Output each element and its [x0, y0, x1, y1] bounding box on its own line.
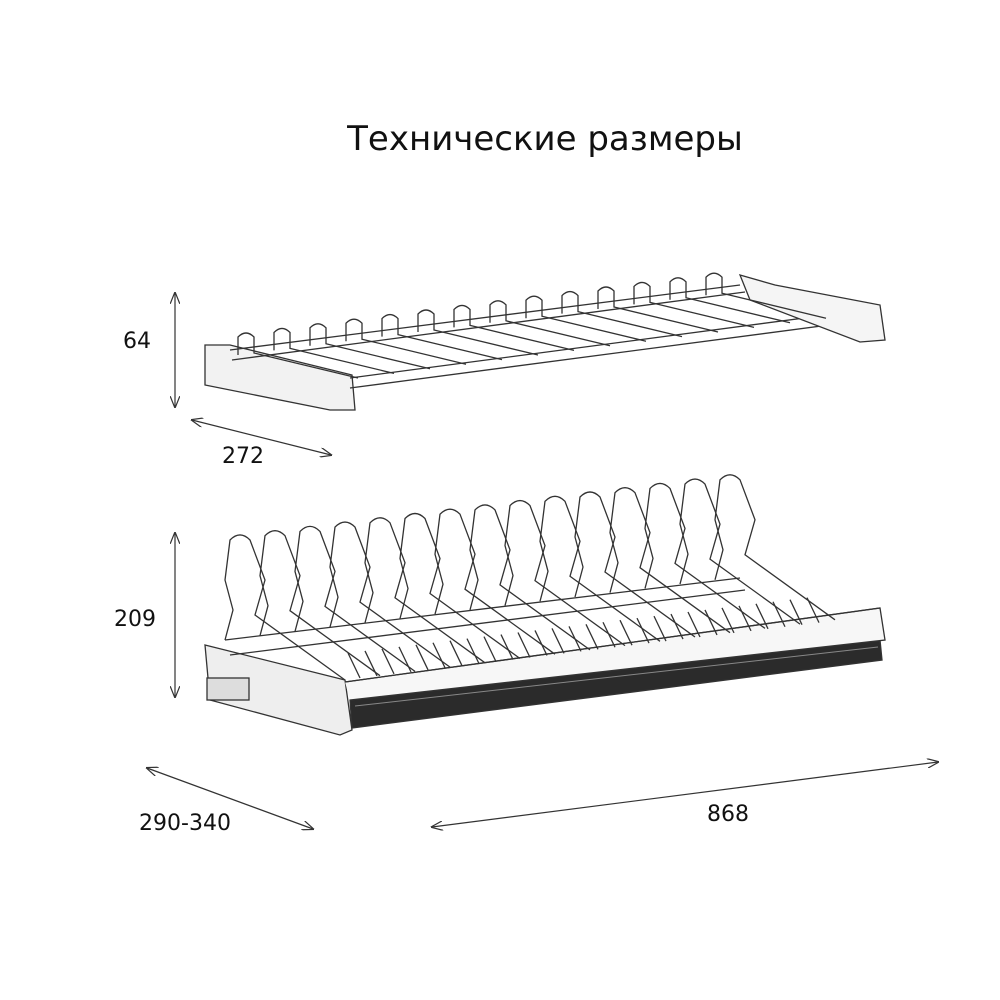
bottom-rack-cross-wire: [806, 597, 820, 623]
top-shelf-wire: [381, 313, 503, 361]
bottom-rack-plate-wire: [224, 534, 346, 681]
bottom-rack-rails: [224, 577, 881, 683]
width-label: 868: [707, 802, 749, 827]
width-dimension-line: [432, 762, 938, 827]
bottom-rack-plate-wire: [329, 521, 451, 668]
bottom-rack-cross-wire: [772, 601, 786, 628]
bottom-rack-cross-wire: [398, 646, 412, 673]
bottom-rack-cross-wire: [568, 626, 582, 652]
bottom-rack: [204, 474, 886, 736]
bottom-height-label: 209: [114, 607, 156, 632]
bottom-rack-plate-wire: [434, 508, 556, 655]
bottom-rack-plate-wire: [679, 478, 801, 625]
top-shelf-right-end-cap: [738, 274, 886, 343]
top-height-label: 64: [123, 329, 151, 354]
bottom-rack-cross-wire: [551, 628, 565, 654]
bottom-rack-plate-wire: [644, 482, 766, 629]
top-shelf-wire: [237, 332, 359, 379]
bottom-rack-cross-wire: [432, 642, 446, 669]
top-shelf-wire: [597, 286, 719, 333]
bottom-rack-cross-wire: [755, 603, 769, 630]
bottom-rack-cross-wire: [466, 638, 480, 664]
top-shelf-wire: [453, 304, 575, 352]
bottom-rack-cross-wire: [364, 650, 378, 677]
bottom-rack-mount-block: [206, 677, 250, 701]
bottom-rack-cross-wire: [534, 630, 548, 656]
top-shelf-wire: [669, 277, 791, 324]
top-shelf-frame-rails: [229, 284, 883, 389]
bottom-rack-cross-wire: [381, 648, 395, 675]
top-shelf-wire: [705, 272, 827, 319]
bottom-rack-cross-wire: [687, 611, 701, 638]
bottom-rack-cross-wire: [619, 619, 633, 646]
bottom-rack-cross-wire: [653, 615, 667, 642]
bottom-rack-cross-wire: [636, 617, 650, 644]
bottom-rack-plate-wire: [574, 491, 696, 638]
bottom-depth-label: 290-340: [139, 811, 231, 836]
bottom-rack-cross-wire: [347, 652, 361, 679]
top-shelf: [204, 272, 886, 411]
top-shelf-wire: [561, 290, 683, 338]
top-shelf-wire: [273, 327, 395, 375]
diagram-title: Технические размеры: [346, 119, 743, 159]
bottom-rack-cross-wire: [500, 634, 514, 660]
top-depth-dimension-line: [192, 420, 331, 455]
bottom-rack-plate-wire: [714, 474, 836, 621]
bottom-rack-cross-wire: [517, 632, 531, 658]
bottom-rack-plate-wire: [504, 499, 626, 647]
top-shelf-wire: [417, 309, 539, 356]
bottom-rack-plate-wire: [364, 517, 486, 664]
bottom-rack-cross-wire: [415, 644, 429, 671]
top-shelf-left-end-cap: [204, 344, 356, 411]
bottom-rack-cross-wire: [789, 599, 803, 625]
top-shelf-wire: [489, 300, 611, 347]
bottom-rack-cross-wire: [670, 613, 684, 640]
top-shelf-wire: [525, 295, 647, 342]
bottom-rack-plate-wire: [259, 530, 381, 677]
top-shelf-wire: [309, 323, 431, 370]
bottom-rack-cross-wire: [602, 621, 616, 648]
top-depth-label: 272: [222, 444, 264, 469]
bottom-rack-cross-wire: [738, 605, 752, 632]
bottom-rack-cross-wire: [704, 609, 718, 636]
bottom-rack-cross-wire: [449, 640, 463, 666]
bottom-rack-plate-wire: [294, 525, 416, 672]
bottom-rack-plate-wire: [609, 487, 731, 634]
bottom-rack-cross-wire: [483, 636, 497, 662]
bottom-rack-plate-wire: [399, 512, 521, 660]
bottom-rack-plate-wire: [539, 495, 661, 642]
bottom-rack-cross-wire: [721, 607, 735, 634]
top-shelf-wire: [345, 318, 467, 365]
bottom-rack-plate-wire: [469, 504, 591, 651]
bottom-rack-cross-wire: [585, 624, 599, 650]
bottom-depth-dimension-line: [147, 768, 313, 829]
top-shelf-wire: [633, 281, 755, 329]
